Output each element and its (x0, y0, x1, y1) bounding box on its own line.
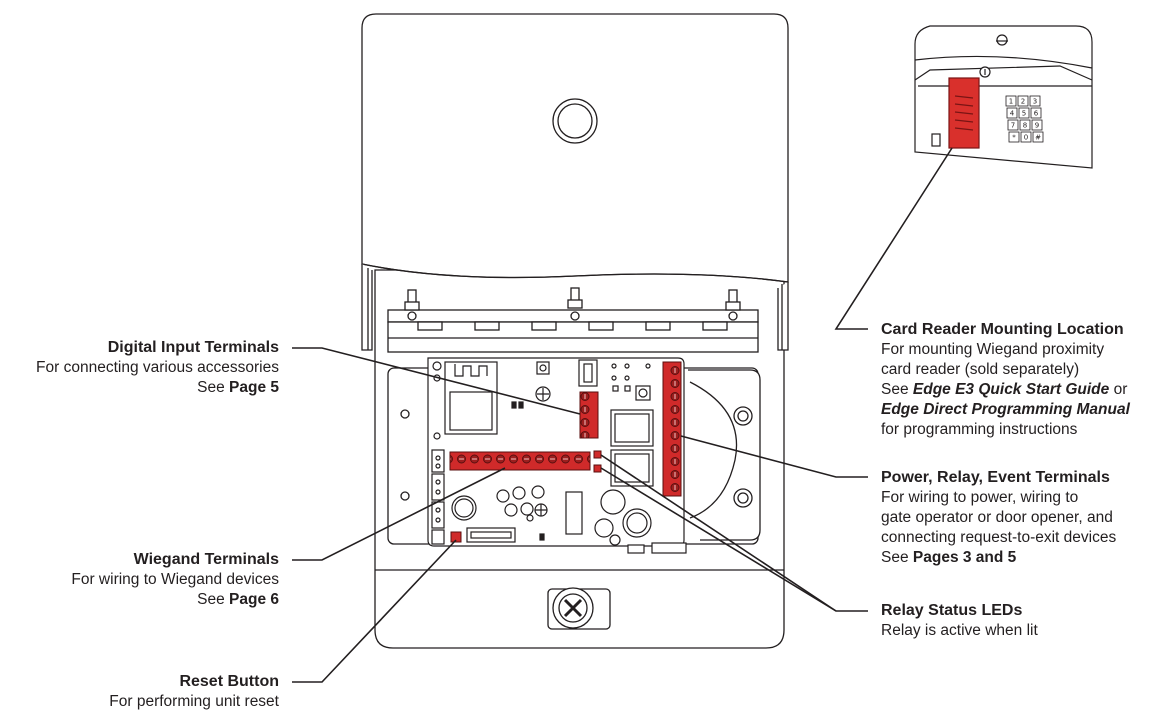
callout-relay-leds-title: Relay Status LEDs (881, 602, 1023, 619)
callout-power-relay-see: See Pages 3 and 5 (881, 549, 1017, 566)
callout-power-relay-title: Power, Relay, Event Terminals (881, 469, 1110, 486)
enclosure (361, 13, 789, 649)
hinge-bolts (404, 287, 741, 311)
callout-card-reader-line3: See Edge E3 Quick Start Guide or (881, 381, 1128, 398)
leader-card-reader (834, 147, 953, 330)
keypad-key (1032, 131, 1044, 143)
keypad-key (1020, 131, 1032, 143)
leader-digital-input (292, 347, 581, 415)
keypad-key (1019, 119, 1031, 131)
terminal-blocks (449, 361, 682, 543)
keypad-key-label: 1 (1009, 98, 1013, 106)
callout-power-relay: Power, Relay, Event Terminals For wiring… (881, 468, 1116, 568)
keypad-key-label: 2 (1021, 98, 1025, 106)
callout-card-reader: Card Reader Mounting Location For mounti… (881, 320, 1130, 440)
callout-relay-leds-desc: Relay is active when lit (881, 622, 1038, 639)
keypad-key-label: 0 (1024, 134, 1028, 142)
keypad-key-label: 8 (1023, 122, 1027, 130)
callout-digital-input-see: See Page 5 (197, 379, 279, 396)
relay-led-2 (593, 464, 602, 473)
callout-wiegand-see: See Page 6 (197, 591, 279, 608)
callout-digital-input-title: Digital Input Terminals (107, 339, 279, 356)
leader-lines (292, 147, 953, 683)
callout-reset-title: Reset Button (179, 673, 279, 690)
callout-digital-input: Digital Input Terminals For connecting v… (36, 338, 279, 398)
lid-hole (552, 98, 598, 144)
keypad-key (1008, 131, 1020, 143)
wiegand-terminal-block (449, 451, 591, 471)
keypad-key-label: 9 (1035, 122, 1039, 130)
callout-wiegand: Wiegand Terminals For wiring to Wiegand … (71, 550, 279, 610)
callout-power-relay-line3: connecting request-to-exit devices (881, 529, 1117, 546)
digital-input-terminal-block (579, 391, 599, 439)
power-relay-terminal-block (662, 361, 682, 497)
callout-relay-leds: Relay Status LEDs Relay is active when l… (881, 601, 1038, 641)
callout-digital-input-desc: For connecting various accessories (36, 359, 279, 376)
relay-2 (610, 449, 654, 487)
callout-card-reader-line1: For mounting Wiegand proximity (881, 341, 1105, 358)
keypad-key (1018, 107, 1030, 119)
keypad-key-label: 7 (1011, 122, 1015, 130)
callout-wiegand-desc: For wiring to Wiegand devices (71, 571, 279, 588)
callout-card-reader-line2: card reader (sold separately) (881, 361, 1080, 378)
leader-reset (292, 539, 457, 683)
keypad-key (1006, 107, 1018, 119)
side-screws (733, 406, 753, 508)
keypad-key (1030, 107, 1042, 119)
keypad-key (1017, 95, 1029, 107)
keypad-key-label: 3 (1033, 98, 1037, 106)
relay-1 (610, 409, 654, 447)
keypad-key (1005, 95, 1017, 107)
keypad-key-label: 6 (1034, 110, 1039, 118)
callout-power-relay-line1: For wiring to power, wiring to (881, 489, 1079, 506)
relay-led-1 (593, 450, 602, 459)
callout-card-reader-title: Card Reader Mounting Location (881, 321, 1124, 338)
leader-wiegand (292, 467, 506, 561)
keypad-key-label: * (1012, 134, 1016, 142)
callout-power-relay-line2: gate operator or door opener, and (881, 509, 1113, 526)
leader-relay-led-2 (600, 467, 837, 612)
callout-card-reader-line5: for programming instructions (881, 421, 1078, 438)
keypad-key-label: 5 (1022, 110, 1026, 118)
leader-power-relay (680, 435, 868, 478)
keypad-key (1007, 119, 1019, 131)
keypad-key (1029, 95, 1041, 107)
reset-button (450, 531, 462, 543)
keypad-key-label: # (1035, 134, 1041, 142)
keypad-key-label: 4 (1010, 110, 1015, 118)
callout-reset-desc: For performing unit reset (109, 693, 279, 710)
callout-wiegand-title: Wiegand Terminals (133, 551, 279, 568)
bottom-lock (547, 587, 611, 630)
callout-reset: Reset Button For performing unit reset (109, 672, 279, 712)
callout-card-reader-line4: Edge Direct Programming Manual (881, 401, 1130, 418)
keypad-key (1031, 119, 1043, 131)
enclosure-lid (361, 13, 789, 283)
